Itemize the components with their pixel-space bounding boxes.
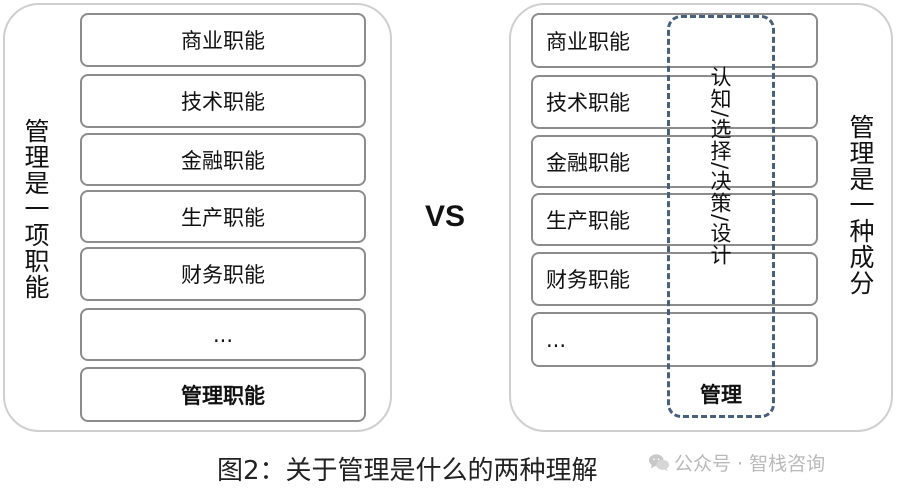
left-function-box: 技术职能	[80, 74, 366, 128]
management-label: 管理	[700, 383, 742, 407]
left-ellipsis-box: ...	[80, 308, 366, 361]
right-function-box: 财务职能	[531, 252, 818, 306]
left-vertical-label: 管理是一项职能	[21, 118, 50, 300]
management-activities-label: 认知/选择/决策/设计	[708, 66, 732, 267]
watermark: 公众号 · 智栈咨询	[648, 449, 825, 476]
left-function-box: 生产职能	[80, 190, 366, 243]
left-management-function-box: 管理职能	[80, 367, 366, 422]
management-dashed-box	[667, 15, 775, 418]
watermark-text: 公众号 · 智栈咨询	[674, 453, 826, 475]
left-function-box: 商业职能	[80, 13, 366, 67]
right-function-box: 生产职能	[531, 193, 818, 246]
wechat-icon	[649, 453, 669, 471]
left-function-box: 金融职能	[80, 133, 366, 186]
right-ellipsis-box: ...	[531, 312, 818, 367]
figure-caption: 图2：关于管理是什么的两种理解	[217, 456, 598, 486]
vs-label: VS	[425, 200, 466, 233]
right-function-box: 金融职能	[531, 135, 818, 188]
right-function-box: 技术职能	[531, 75, 818, 129]
right-vertical-label: 管理是一种成分	[846, 114, 875, 296]
left-function-box: 财务职能	[80, 247, 366, 301]
